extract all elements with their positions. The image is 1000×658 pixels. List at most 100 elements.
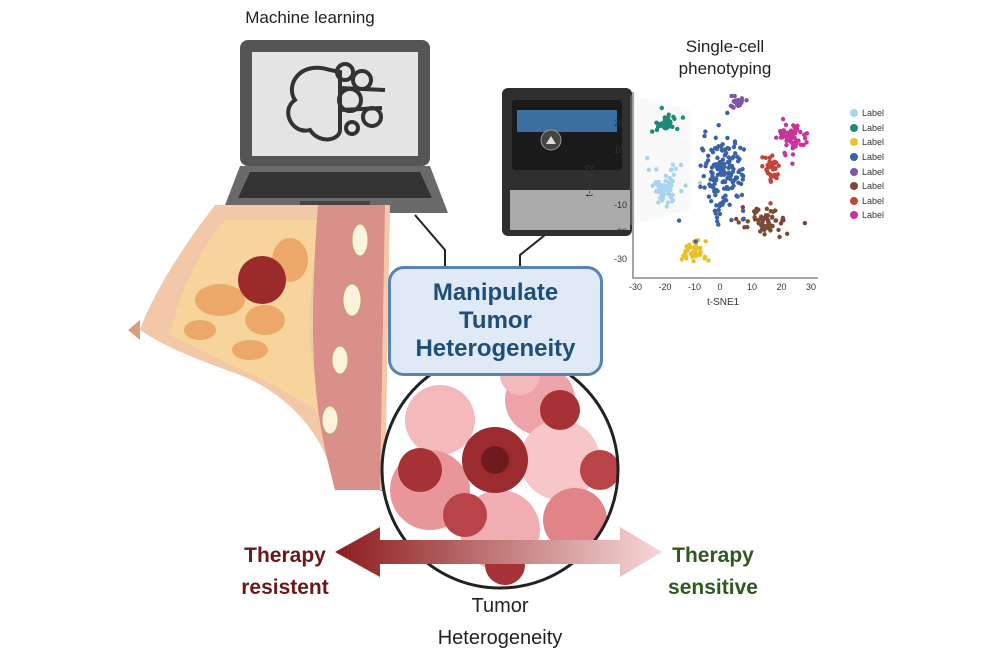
scatter-point <box>730 156 735 161</box>
scatter-point <box>761 216 767 222</box>
single-cell-line2: phenotyping <box>678 59 772 78</box>
scatter-point <box>704 160 709 166</box>
scatter-point <box>712 189 717 194</box>
manipulate-heterogeneity-box: Manipulate Tumor Heterogeneity <box>388 266 603 376</box>
scatter-point <box>765 213 771 218</box>
scatter-point <box>744 98 749 103</box>
scatter-point <box>756 217 761 223</box>
scatter-point <box>716 122 721 128</box>
y-tick-label: -10 <box>614 199 628 210</box>
legend-swatch <box>850 196 858 205</box>
scatter-point <box>657 186 663 192</box>
scatter-point <box>668 193 674 198</box>
scatter-point <box>758 229 763 234</box>
scatter-point <box>792 129 797 134</box>
scatter-point <box>670 162 676 167</box>
scatter-point <box>790 134 795 139</box>
scatter-point <box>738 181 744 187</box>
tumor-heterogeneity-label: Tumor Heterogeneity <box>400 590 600 654</box>
scatter-point <box>766 164 771 169</box>
scatter-point <box>725 135 730 141</box>
scatter-point <box>672 116 677 122</box>
scatter-point <box>645 155 650 161</box>
scatter-point <box>756 207 761 212</box>
scatter-point <box>729 217 734 223</box>
scatter-point <box>679 257 684 262</box>
scatter-point <box>777 234 782 240</box>
y-tick-label: 10 <box>614 145 625 156</box>
scatter-point <box>684 244 689 249</box>
scatter-point <box>725 160 731 165</box>
legend-item: Label <box>850 106 884 121</box>
box-line2: Tumor <box>459 307 532 334</box>
scatter-point <box>784 134 789 140</box>
scatter-point <box>678 162 684 168</box>
heterogeneity-arrow <box>335 527 662 577</box>
scatter-point <box>780 116 786 122</box>
scatter-point <box>713 192 718 198</box>
x-tick-label: -10 <box>688 282 702 292</box>
scatter-point <box>713 135 718 141</box>
x-tick-label: 20 <box>776 282 787 292</box>
x-axis-label: t-SNE1 <box>707 297 740 308</box>
scatter-point <box>768 172 773 177</box>
scatter-point <box>769 214 775 220</box>
scatter-point <box>731 183 736 189</box>
scatter-point <box>736 220 741 225</box>
scatter-point <box>690 249 696 255</box>
scatter-point <box>785 130 791 135</box>
legend-item: Label <box>850 121 884 136</box>
scatter-point <box>726 155 731 160</box>
scatter-point <box>762 225 768 231</box>
scatter-point <box>731 144 737 150</box>
scatter-point <box>734 216 739 222</box>
scatter-point <box>733 98 738 103</box>
legend-label: Label <box>862 210 885 221</box>
legend-swatch <box>850 182 858 191</box>
single-cell-label: Single-cell phenotyping <box>650 36 800 80</box>
scatter-point <box>790 144 796 149</box>
scatter-point <box>781 128 786 133</box>
scatter-point <box>773 160 779 165</box>
scatter-point <box>721 172 727 177</box>
scatter-point <box>669 179 674 185</box>
scatter-point <box>802 220 808 226</box>
scatter-point <box>789 140 794 145</box>
scatter-point <box>722 153 728 158</box>
legend-label: Label <box>862 166 885 177</box>
scatter-point <box>659 194 664 200</box>
legend-swatch <box>850 153 858 162</box>
resistant-line2: resistent <box>241 576 329 599</box>
scatter-point <box>666 112 671 117</box>
scatter-point <box>773 174 778 180</box>
sensitive-line2: sensitive <box>668 576 758 599</box>
scatter-point <box>662 183 667 188</box>
legend-item: Label <box>850 164 884 179</box>
scatter-point <box>683 248 689 254</box>
scatter-point <box>735 158 741 164</box>
scatter-point <box>763 155 768 161</box>
scatter-point <box>709 169 714 175</box>
scatter-point <box>752 210 758 216</box>
scatter-point <box>698 184 703 190</box>
legend-item: Label <box>850 150 884 165</box>
legend-item: Label <box>850 179 884 194</box>
scatter-point <box>698 163 703 168</box>
scatter-point <box>790 161 795 166</box>
y-tick-label: -20 <box>614 226 628 237</box>
scatter-point <box>778 221 784 226</box>
scatter-point <box>765 169 770 175</box>
scatter-point <box>756 221 761 226</box>
scatter-point <box>710 183 716 189</box>
scatter-point <box>668 186 673 191</box>
therapy-sensitive-label: Therapy sensitive <box>650 540 776 604</box>
scatter-point <box>667 175 673 181</box>
scatter-point <box>783 122 789 128</box>
scatter-point <box>693 239 698 244</box>
scatter-point <box>656 200 661 205</box>
scatter-point <box>804 140 809 145</box>
scatter-point <box>717 159 722 165</box>
scatter-point <box>801 142 806 148</box>
